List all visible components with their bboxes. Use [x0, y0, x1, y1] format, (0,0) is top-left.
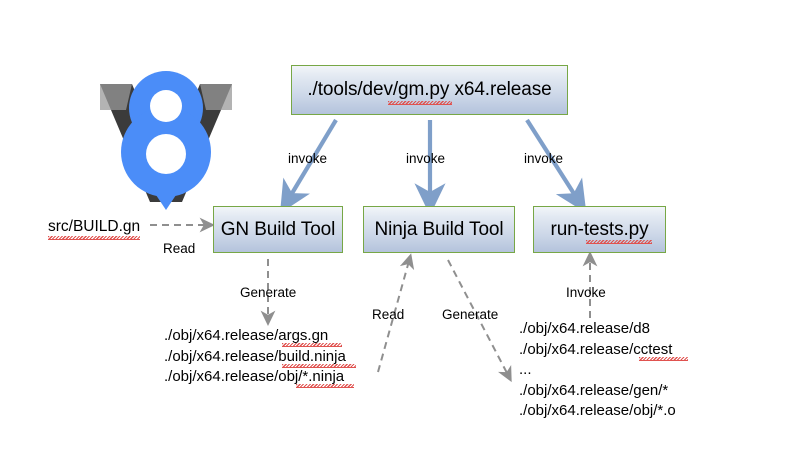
v8-logo-right-shoulder [200, 84, 232, 110]
node-gn-build-tool[interactable]: GN Build Tool [213, 206, 343, 253]
edge-label-read-ninja: Read [372, 307, 405, 322]
node-run-tests-py[interactable]: run-tests.py [533, 206, 666, 253]
edge-label-generate-gn: Generate [240, 285, 297, 300]
output-line: ... [519, 361, 532, 378]
spellcheck-underline-build-gn [48, 236, 140, 240]
v8-logo-eight [121, 71, 211, 210]
edge-label-invoke-binaries: Invoke [566, 285, 606, 300]
edge-label-read-build-gn: Read [163, 241, 196, 256]
output-line: ./obj/x64.release/obj/*.o [519, 402, 676, 419]
node-ninja-build-tool[interactable]: Ninja Build Tool [363, 206, 515, 253]
edge-label-invoke-tests: invoke [524, 151, 564, 166]
output-line: ./obj/x64.release/build.ninja [164, 347, 346, 365]
output-list-gn-generated: ./obj/x64.release/args.gn ./obj/x64.rele… [164, 326, 346, 388]
edge-label-generate-ninja: Generate [442, 307, 499, 322]
output-list-ninja-generated: ./obj/x64.release/d8 ./obj/x64.release/c… [519, 319, 676, 422]
output-line: ./obj/x64.release/d8 [519, 320, 650, 337]
output-line: ./obj/x64.release/obj/*.ninja [164, 368, 345, 385]
v8-logo-left-shoulder [100, 84, 132, 110]
output-line: ./obj/x64.release/gen/* [519, 381, 669, 399]
edge-label-invoke-ninja: invoke [406, 151, 446, 166]
input-src-build-gn: src/BUILD.gn [48, 218, 141, 235]
node-gm-py-command[interactable]: ./tools/dev/gm.py x64.release [291, 65, 568, 115]
output-line: ./obj/x64.release/args.gn [164, 327, 329, 344]
edge-label-invoke-gn: invoke [288, 151, 328, 166]
v8-logo [100, 71, 232, 210]
output-line: ./obj/x64.release/cctest [519, 340, 673, 358]
